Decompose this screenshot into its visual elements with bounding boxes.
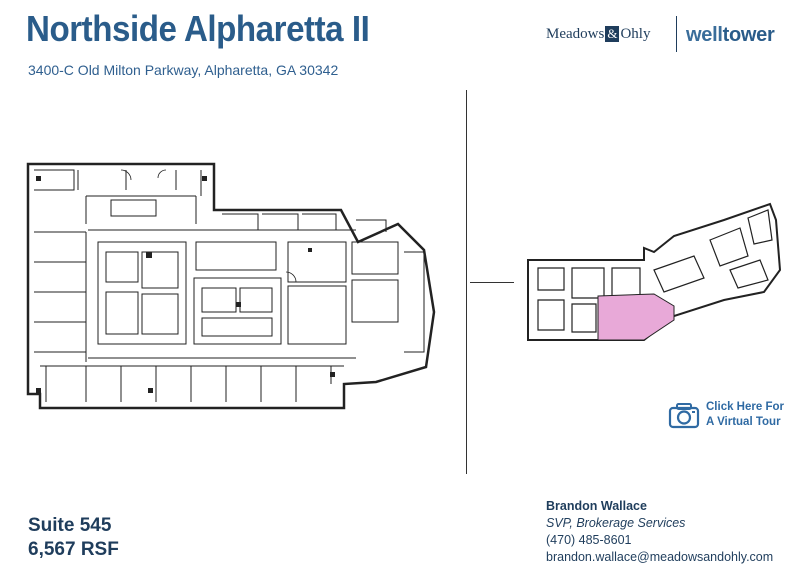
meadows-ohly-logo: Meadows&Ohly <box>546 26 650 43</box>
logo-ampersand: & <box>605 26 620 42</box>
contact-role: SVP, Brokerage Services <box>546 516 686 530</box>
virtual-tour-line1: Click Here For <box>706 401 784 413</box>
contact-phone[interactable]: (470) 485-8601 <box>546 533 632 547</box>
suite-name: Suite 545 <box>28 515 112 536</box>
contact-email[interactable]: brandon.wallace@meadowsandohly.com <box>546 550 774 564</box>
logo-text-well: well <box>686 24 723 46</box>
virtual-tour-line2: A Virtual Tour <box>706 416 781 428</box>
floor-plan <box>26 162 436 410</box>
horizontal-connector <box>470 282 514 283</box>
building-key-plan <box>527 202 782 341</box>
virtual-tour-link[interactable]: Click Here For A Virtual Tour <box>668 400 784 430</box>
welltower-logo: welltower <box>686 24 775 47</box>
logo-text-meadows: Meadows <box>546 26 605 42</box>
page-title: Northside Alpharetta II <box>26 8 370 49</box>
contact-block: Brandon Wallace SVP, Brokerage Services … <box>546 498 773 566</box>
vertical-divider <box>466 90 467 474</box>
virtual-tour-label[interactable]: Click Here For A Virtual Tour <box>706 400 784 430</box>
contact-name: Brandon Wallace <box>546 499 647 513</box>
property-address: 3400-C Old Milton Parkway, Alpharetta, G… <box>28 62 339 78</box>
suite-info: Suite 545 6,567 RSF <box>28 514 119 562</box>
camera-icon <box>668 403 700 429</box>
logo-text-tower: tower <box>722 24 775 46</box>
logo-divider <box>676 16 677 52</box>
logo-text-ohly: Ohly <box>620 26 651 42</box>
suite-highlight <box>597 293 675 341</box>
suite-area: 6,567 RSF <box>28 539 119 560</box>
